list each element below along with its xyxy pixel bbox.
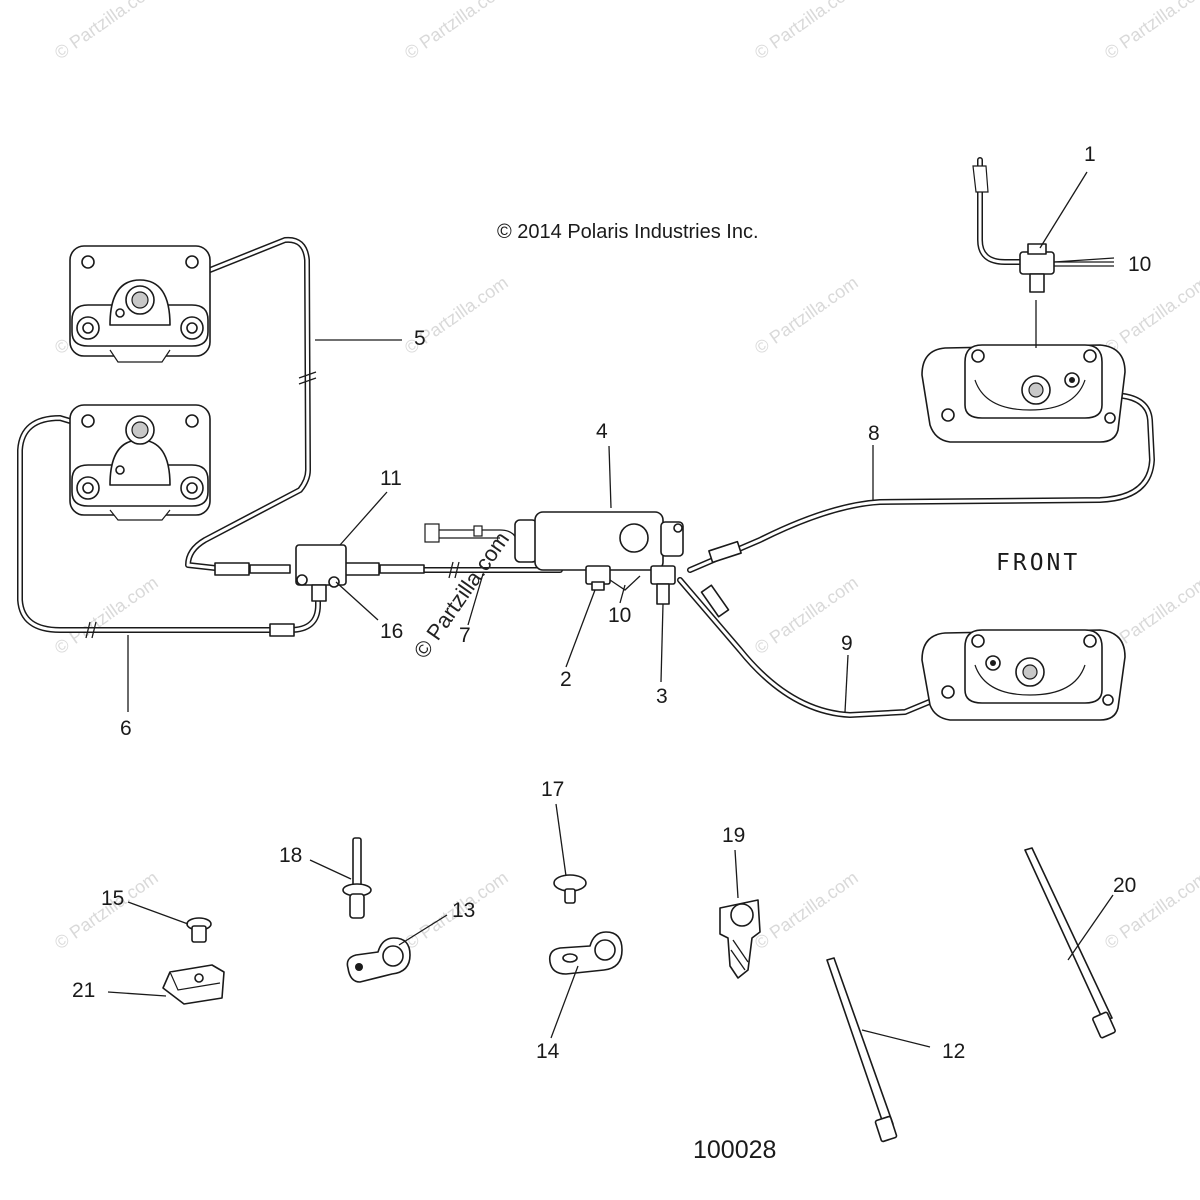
brake-line-8 bbox=[687, 392, 1155, 573]
callout-10: 10 bbox=[1128, 253, 1151, 276]
cable-tie-12 bbox=[826, 957, 898, 1143]
watermark-layer: © Partzilla.com © Partzilla.com © Partzi… bbox=[51, 0, 1200, 953]
brake-line-9 bbox=[677, 577, 978, 718]
callout-labels: 1 10 2 3 4 5 6 7 8 9 10 11 12 13 14 15 1… bbox=[72, 143, 1151, 1063]
callout-3: 3 bbox=[656, 685, 668, 708]
clip-21 bbox=[162, 964, 225, 1005]
callout-12: 12 bbox=[942, 1040, 965, 1063]
callout-13: 13 bbox=[452, 899, 475, 922]
front-caliper-lower bbox=[921, 629, 1126, 721]
brake-line-1 bbox=[972, 157, 1033, 265]
brake-line-5 bbox=[177, 236, 317, 571]
callout-18: 18 bbox=[279, 844, 302, 867]
rivet-18 bbox=[342, 837, 372, 919]
callout-8: 8 bbox=[868, 422, 880, 445]
callout-2: 2 bbox=[560, 668, 572, 691]
watermark: © Partzilla.com bbox=[751, 272, 862, 358]
callout-21: 21 bbox=[72, 979, 95, 1002]
bolt-17 bbox=[553, 874, 587, 904]
callout-14: 14 bbox=[536, 1040, 560, 1063]
watermark: © Partzilla.com bbox=[51, 867, 162, 953]
banjo-bolt bbox=[1019, 243, 1114, 293]
watermark: © Partzilla.com bbox=[751, 867, 862, 953]
callout-9: 9 bbox=[841, 632, 853, 655]
screw-15 bbox=[186, 917, 212, 943]
callout-4: 4 bbox=[596, 420, 608, 443]
callout-20: 20 bbox=[1113, 874, 1136, 897]
cable-tie-20 bbox=[1024, 847, 1116, 1039]
callout-6: 6 bbox=[120, 717, 132, 740]
watermark: © Partzilla.com bbox=[751, 0, 862, 63]
callout-17: 17 bbox=[541, 778, 564, 801]
front-label: FRONT bbox=[996, 550, 1080, 576]
copyright-notice: © 2014 Polaris Industries Inc. bbox=[497, 221, 759, 243]
callout-10: 10 bbox=[608, 604, 631, 627]
callout-11: 11 bbox=[380, 467, 402, 490]
rear-caliper-upper bbox=[69, 245, 211, 363]
front-caliper-upper bbox=[921, 300, 1126, 443]
rear-caliper-lower bbox=[69, 404, 211, 521]
brake-switch-assembly bbox=[424, 511, 684, 571]
callout-16: 16 bbox=[380, 620, 403, 643]
watermark: © Partzilla.com bbox=[51, 572, 162, 658]
callout-1: 1 bbox=[1084, 143, 1096, 166]
brake-line-6 bbox=[17, 415, 321, 639]
watermark: © Partzilla.com bbox=[1101, 0, 1200, 63]
callout-7: 7 bbox=[459, 624, 471, 647]
callout-19: 19 bbox=[722, 824, 745, 847]
junction-block bbox=[295, 544, 347, 602]
watermark: © Partzilla.com bbox=[401, 0, 512, 63]
leader-lines bbox=[107, 171, 1115, 1048]
callout-5: 5 bbox=[414, 327, 426, 350]
callout-15: 15 bbox=[101, 887, 124, 910]
watermark: © Partzilla.com bbox=[51, 0, 162, 63]
switch-fittings bbox=[585, 565, 676, 605]
watermark: © Partzilla.com bbox=[1101, 272, 1200, 358]
p-clamp-14 bbox=[548, 931, 623, 975]
diagram-number: 100028 bbox=[693, 1136, 776, 1164]
p-clamp-13 bbox=[346, 937, 411, 983]
edge-clip-19 bbox=[719, 899, 761, 979]
